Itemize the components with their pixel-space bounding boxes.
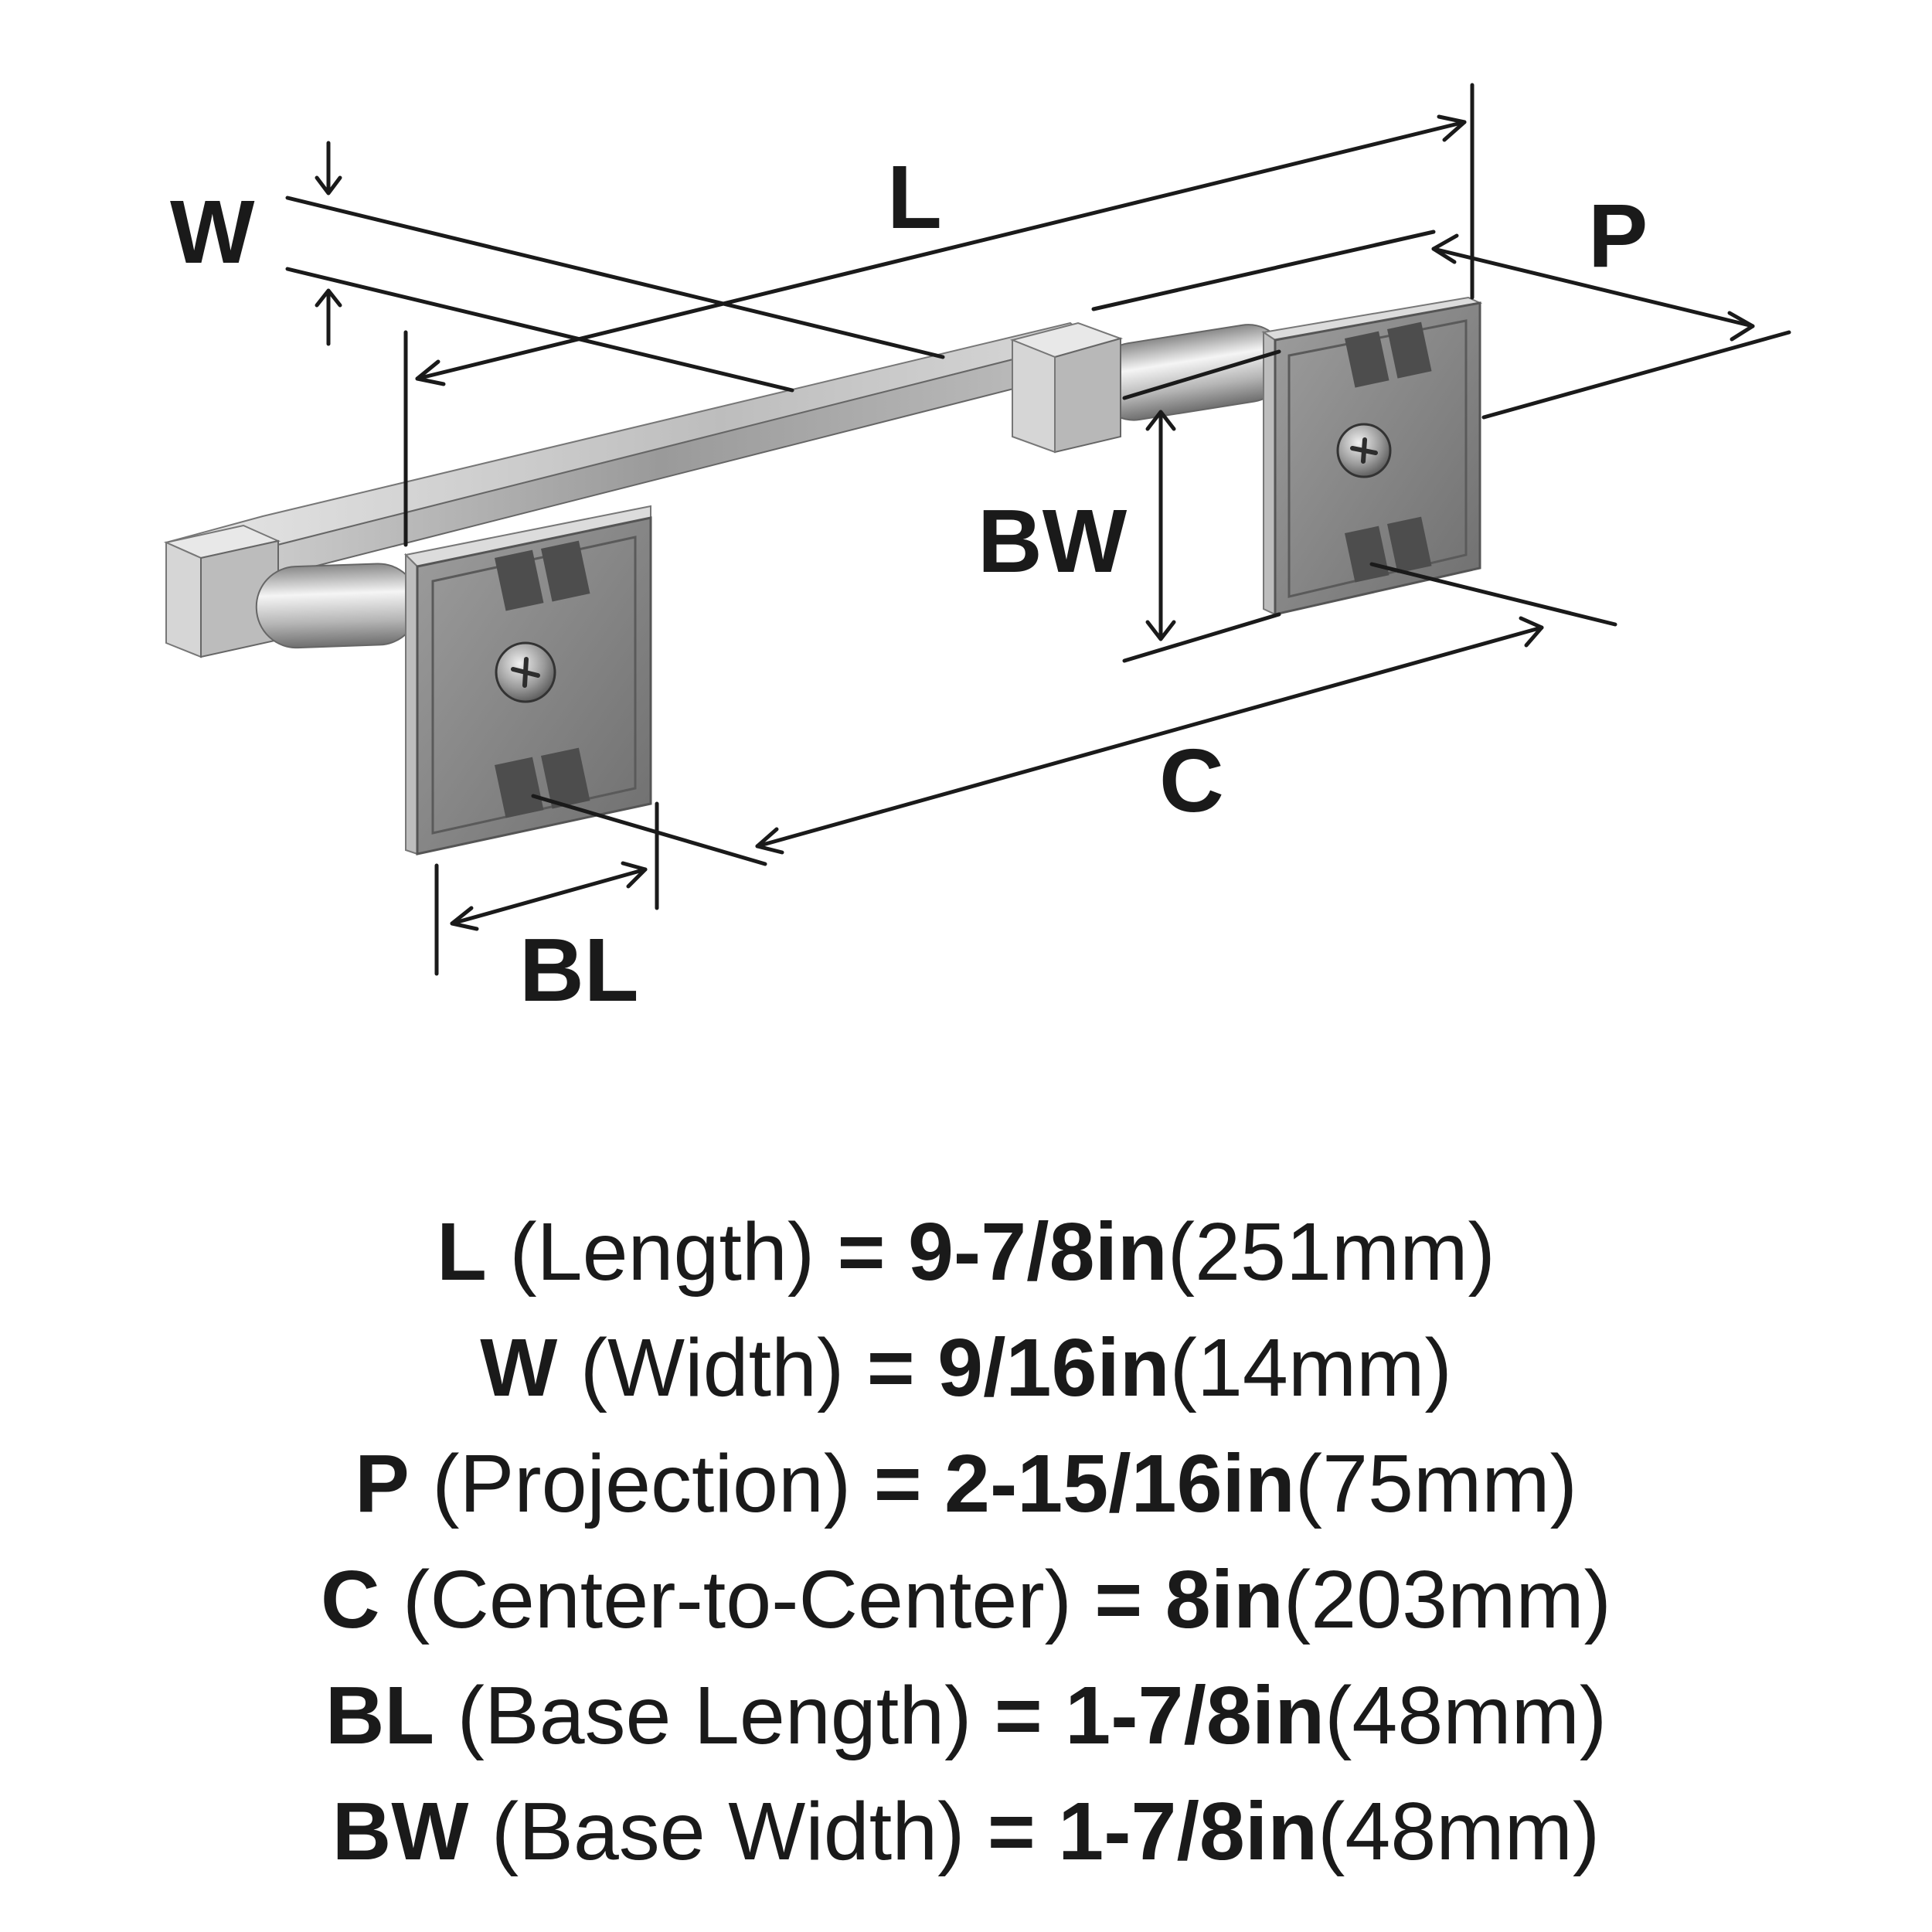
spec-metric: (75mm) <box>1294 1438 1577 1529</box>
spec-metric: (48mm) <box>1318 1786 1600 1877</box>
bl-dimension-line <box>450 867 648 926</box>
spec-name: (Center-to-Center) <box>403 1554 1072 1645</box>
spec-equals: = <box>873 1438 922 1529</box>
bl-arrow-right-head <box>621 861 648 889</box>
spec-imperial: 1-7/8in <box>1058 1786 1318 1877</box>
spec-metric: (251mm) <box>1167 1206 1495 1298</box>
spec-row-base-width: BW (Base Width) = 1-7/8in(48mm) <box>332 1774 1600 1889</box>
spec-code: BW <box>332 1786 469 1877</box>
bw-arrow-bottom-head <box>1145 620 1176 641</box>
left-post <box>255 563 420 649</box>
spec-name: (Base Width) <box>491 1786 965 1877</box>
dimension-lines <box>285 83 1791 976</box>
bl-arrow-left-head <box>450 906 479 931</box>
w-extension-bottom <box>285 267 794 393</box>
spec-equals: = <box>1094 1554 1143 1645</box>
w-extension-top <box>285 196 945 359</box>
spec-imperial: 8in <box>1165 1554 1284 1645</box>
towel-bar-illustration <box>163 296 1483 855</box>
spec-equals: = <box>994 1670 1043 1761</box>
spec-code: BL <box>325 1670 435 1761</box>
c-arrow-left-head <box>755 827 784 855</box>
p-dimension-line <box>1431 247 1755 328</box>
spec-equals: = <box>837 1206 886 1298</box>
spec-row-width: W (Width) = 9/16in(14mm) <box>480 1310 1452 1426</box>
bw-extension-top <box>1122 349 1281 400</box>
c-dimension-line <box>755 625 1544 849</box>
dimension-spec-list: L (Length) = 9-7/8in(251mm) W (Width) = … <box>0 1194 1932 1889</box>
label-w: W <box>170 182 255 282</box>
spec-metric: (48mm) <box>1325 1670 1607 1761</box>
p-arrow-left-head <box>1431 233 1459 264</box>
left-mounting-plate <box>403 505 652 855</box>
spec-imperial: 9-7/8in <box>907 1206 1168 1298</box>
w-arrow-bottom-head <box>315 288 342 308</box>
right-mounting-plate <box>1261 296 1483 616</box>
spec-code: L <box>437 1206 487 1298</box>
spec-imperial: 1-7/8in <box>1065 1670 1325 1761</box>
product-dimension-diagram: W L P BW C BL <box>163 83 1791 1020</box>
l-arrow-right-head <box>1437 114 1467 142</box>
spec-imperial: 2-15/16in <box>944 1438 1295 1529</box>
dimension-labels: W L P BW C BL <box>170 147 1648 1020</box>
w-arrow-top-head <box>315 175 342 196</box>
spec-row-length: L (Length) = 9-7/8in(251mm) <box>437 1194 1495 1310</box>
label-l: L <box>887 147 942 247</box>
spec-code: C <box>321 1554 380 1645</box>
c-arrow-right-head <box>1519 616 1544 648</box>
spec-equals: = <box>866 1322 915 1413</box>
l-dimension-line <box>415 120 1467 381</box>
spec-row-projection: P (Projection) = 2-15/16in(75mm) <box>355 1426 1577 1542</box>
spec-code: P <box>355 1438 410 1529</box>
l-arrow-left-head <box>415 359 446 386</box>
bar-front-face <box>231 338 1090 589</box>
spec-equals: = <box>987 1786 1036 1877</box>
spec-metric: (14mm) <box>1169 1322 1452 1413</box>
label-p: P <box>1588 185 1648 286</box>
bw-extension-bottom <box>1122 612 1281 663</box>
spec-code: W <box>480 1322 558 1413</box>
c-extension-left <box>531 794 767 866</box>
bw-arrow-top-head <box>1145 410 1176 431</box>
p-arrow-right-head <box>1727 311 1755 342</box>
spec-metric: (203mm) <box>1283 1554 1611 1645</box>
spec-row-center-to-center: C (Center-to-Center) = 8in(203mm) <box>321 1542 1611 1658</box>
spec-name: (Width) <box>580 1322 845 1413</box>
p-extension-right <box>1481 330 1791 420</box>
label-c: C <box>1159 730 1224 831</box>
label-bw: BW <box>978 491 1128 591</box>
spec-name: (Base Length) <box>457 1670 972 1761</box>
c-extension-right <box>1369 562 1617 627</box>
spec-name: (Length) <box>509 1206 815 1298</box>
right-end-cap <box>1009 321 1124 454</box>
p-extension-top <box>1091 230 1436 311</box>
spec-row-base-length: BL (Base Length) = 1-7/8in(48mm) <box>325 1658 1607 1774</box>
spec-imperial: 9/16in <box>937 1322 1170 1413</box>
label-bl: BL <box>519 920 639 1020</box>
spec-name: (Projection) <box>432 1438 852 1529</box>
